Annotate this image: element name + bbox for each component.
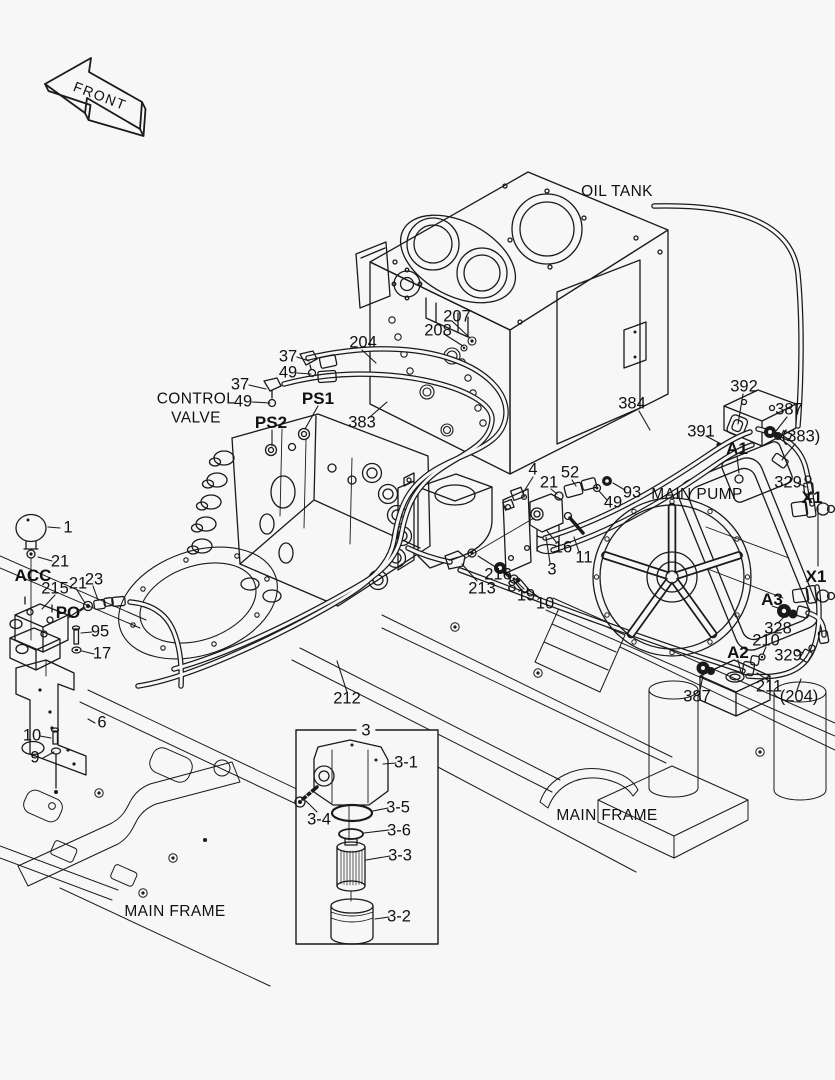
callout-387-1: 387 — [775, 400, 803, 419]
control-valve-label: CONTROL VALVE — [156, 390, 236, 427]
callout-93: 93 — [622, 483, 642, 502]
pump-wheel — [592, 497, 752, 657]
callout-ps1: PS1 — [301, 389, 335, 409]
callout-a3: A3 — [761, 590, 783, 610]
callout-392: 392 — [730, 377, 758, 396]
callout-3-3: 3-3 — [388, 846, 412, 865]
callout-37-1: 37 — [278, 347, 298, 366]
main-pump-label: MAIN PUMP — [651, 485, 743, 503]
callout-19: 19 — [516, 586, 536, 605]
callout-215: 215 — [41, 579, 69, 598]
callout-387-2: 387 — [683, 687, 711, 706]
callout-3-center: 3 — [547, 560, 557, 579]
callout-37-2: 37 — [230, 375, 250, 394]
callout-3-5: 3-5 — [386, 798, 410, 817]
callout-95: 95 — [90, 622, 110, 641]
callout-49-1: 49 — [278, 363, 298, 382]
main-frame-left-label: MAIN FRAME — [124, 902, 226, 920]
callout-329-1: 329 — [774, 473, 802, 492]
callout-11: 11 — [575, 548, 593, 567]
callout-3-1: 3-1 — [394, 753, 418, 772]
callout-216: 216 — [484, 565, 512, 584]
callout-49-3: 49 — [603, 493, 623, 512]
callout-210: 210 — [752, 631, 780, 650]
callout-212: 212 — [333, 689, 361, 708]
mount-plate-4 — [502, 486, 532, 574]
front-arrow-icon — [44, 57, 147, 137]
bracket-drawing — [15, 659, 87, 794]
callout-x1-2: X1 — [805, 567, 827, 587]
callout-207: 207 — [443, 307, 471, 326]
callout-a2: A2 — [727, 643, 749, 663]
callout-4: 4 — [528, 460, 538, 479]
callout-52: 52 — [560, 463, 580, 482]
callout-ps2: PS2 — [254, 413, 288, 433]
filter-detail-box — [294, 729, 439, 945]
callout-213: 213 — [468, 579, 496, 598]
callout-383p: (383) — [781, 427, 821, 446]
oil-tank-label: OIL TANK — [581, 182, 653, 200]
pump-fittings — [696, 426, 835, 717]
callout-10-2: 10 — [535, 594, 555, 613]
callout-204: 204 — [349, 333, 377, 352]
callout-329-2: 329 — [774, 646, 802, 665]
main-frame-right-label: MAIN FRAME — [556, 806, 658, 824]
callout-23: 23 — [84, 570, 104, 589]
oil-tank-drawing — [355, 171, 669, 475]
valve-top-fittings — [263, 350, 338, 408]
callout-10-1: 10 — [22, 726, 42, 745]
callout-383: 383 — [348, 413, 376, 432]
callout-6: 6 — [97, 713, 107, 732]
leader-lines — [37, 320, 819, 920]
callout-21-3: 21 — [68, 574, 88, 593]
callout-1: 1 — [63, 518, 73, 537]
callout-211: 211 — [755, 677, 783, 696]
callout-3-4: 3-4 — [307, 810, 331, 829]
accumulator-assembly — [9, 513, 126, 671]
hoses-inner — [128, 204, 826, 688]
callout-384: 384 — [618, 394, 646, 413]
callout-acc: ACC — [14, 566, 52, 586]
callout-16: 16 — [553, 538, 573, 557]
callout-x1-1: X1 — [801, 488, 823, 508]
callout-49-2: 49 — [233, 392, 253, 411]
callout-9: 9 — [30, 748, 40, 767]
callout-po: PO — [55, 603, 81, 623]
callout-3-2: 3-2 — [387, 907, 411, 926]
callout-8: 8 — [507, 577, 517, 596]
callout-208: 208 — [424, 321, 452, 340]
control-valve-drawing — [186, 413, 431, 607]
center-fittings — [444, 476, 612, 594]
callout-391: 391 — [687, 422, 715, 441]
callout-a1: A1 — [726, 439, 748, 459]
callout-3-6: 3-6 — [387, 821, 411, 840]
callout-204p: (204) — [779, 687, 819, 706]
callout-21-2: 21 — [539, 473, 559, 492]
callout-17: 17 — [92, 644, 112, 663]
callout-328: 328 — [764, 619, 792, 638]
callout-3-box: 3 — [356, 722, 376, 740]
swing-bearing — [118, 546, 278, 660]
callout-21-1: 21 — [50, 552, 70, 571]
